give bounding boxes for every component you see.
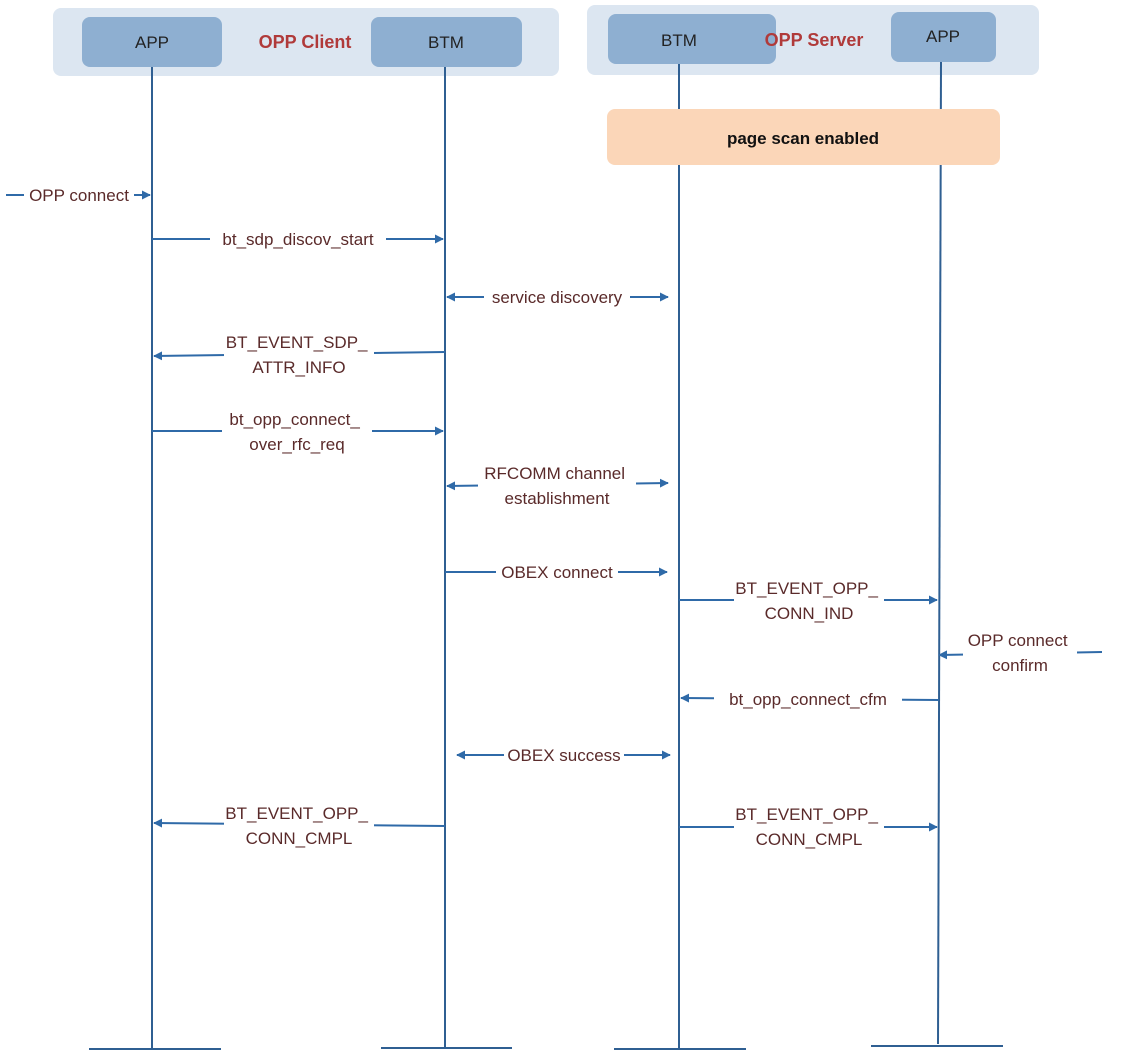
service-discovery-label: service discovery	[492, 288, 623, 307]
bt-event-opp-conn-ind-label: BT_EVENT_OPP_ CONN_IND	[735, 579, 882, 623]
opp-connect-label-bg	[24, 183, 134, 207]
bt-opp-connect-cfm-label: bt_opp_connect_cfm	[729, 690, 887, 709]
bt-opp-connect-over-rfc-req-label-bg	[222, 408, 372, 456]
server-btm-label: BTM	[661, 31, 697, 50]
rfcomm-channel-establishment-label-bg	[478, 462, 636, 510]
bt-opp-connect-over-rfc-req-label: bt_opp_connect_ over_rfc_req	[229, 410, 364, 454]
server-app-lifeline	[937, 61, 942, 1045]
client-btm-label: BTM	[428, 33, 464, 52]
opp-connect-confirm-label-bg	[963, 628, 1077, 676]
opp-connect-label: OPP connect	[29, 186, 129, 205]
bt-sdp-discov-start-label: bt_sdp_discov_start	[222, 230, 373, 249]
server-app-label: APP	[926, 27, 960, 46]
bt-event-opp-conn-cmpl-client-label: BT_EVENT_OPP_ CONN_CMPL	[225, 804, 372, 848]
opp-connect-confirm-label: OPP connect confirm	[968, 631, 1073, 675]
bt-opp-connect-cfm-label-bg	[714, 687, 902, 711]
server-btm-box	[608, 14, 776, 64]
bt-sdp-discov-start-label-bg	[210, 227, 386, 251]
page-scan-note-text: page scan enabled	[727, 129, 879, 148]
bt-event-opp-conn-cmpl-server-label-bg	[734, 803, 884, 851]
bt-event-sdp-attr-info-label: BT_EVENT_SDP_ ATTR_INFO	[226, 333, 372, 377]
client-app-box	[82, 17, 222, 67]
obex-connect-label: OBEX connect	[501, 563, 613, 582]
service-discovery-label-bg	[484, 285, 630, 309]
bt-event-sdp-attr-info-label-bg	[224, 330, 374, 378]
bt-event-opp-conn-cmpl-server-label: BT_EVENT_OPP_ CONN_CMPL	[735, 805, 882, 849]
obex-connect-label-bg	[496, 560, 618, 584]
bt-event-opp-conn-ind-label-bg	[734, 577, 884, 625]
client-btm-box	[371, 17, 522, 67]
obex-success-label: OBEX success	[507, 746, 620, 765]
bt-event-opp-conn-cmpl-client-label-bg	[224, 801, 374, 849]
page-scan-note	[607, 109, 1000, 165]
rfcomm-channel-establishment-label: RFCOMM channel establishment	[484, 464, 630, 508]
client-app-label: APP	[135, 33, 169, 52]
obex-success-label-bg	[504, 743, 624, 767]
server-app-box	[891, 12, 996, 62]
opp-server-title: OPP Server	[765, 30, 864, 50]
opp-client-title: OPP Client	[259, 32, 352, 52]
